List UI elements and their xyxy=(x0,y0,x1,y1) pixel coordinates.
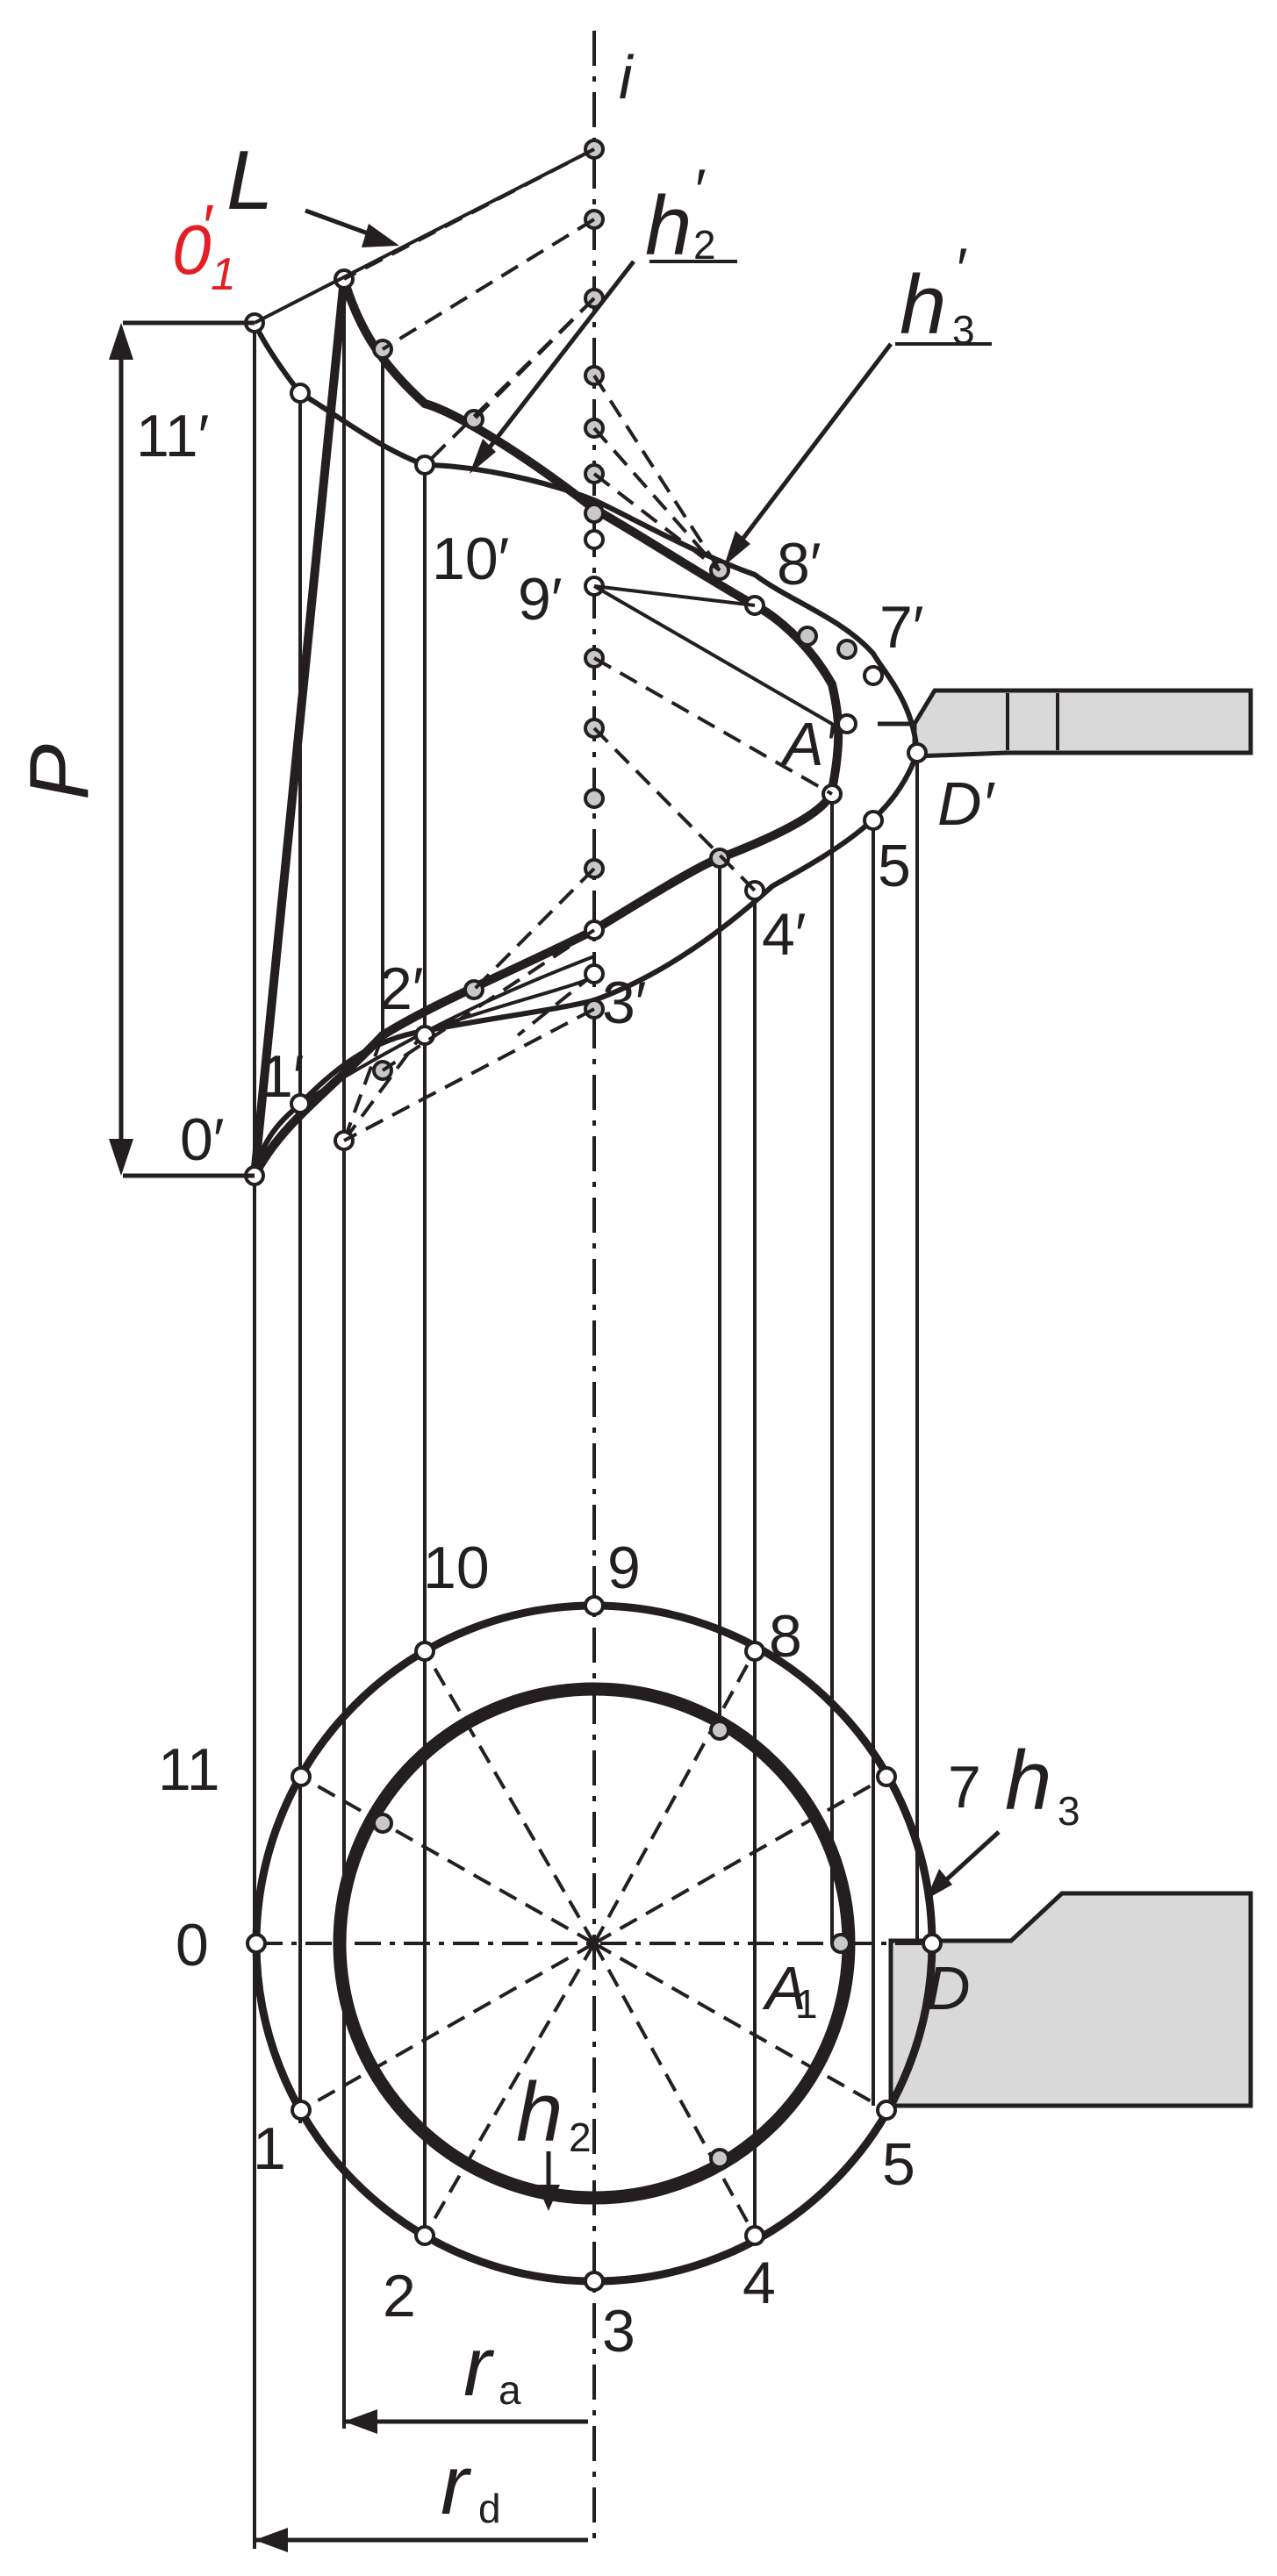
cutting-tool-bottom xyxy=(888,1891,1253,2108)
label-D: D xyxy=(926,1954,971,2022)
svg-text:a: a xyxy=(499,2367,521,2413)
svg-text:r: r xyxy=(463,2320,495,2414)
label-c9: 9 xyxy=(607,1535,641,1601)
label-pA: A′ xyxy=(779,710,838,778)
label-p11: 11′ xyxy=(136,403,209,469)
label-p7: 7′ xyxy=(879,594,924,661)
svg-text:′: ′ xyxy=(200,192,214,261)
label-c10: 10 xyxy=(423,1535,490,1601)
rd-dimension: r d xyxy=(255,2438,588,2552)
front-view-solid-links xyxy=(254,147,834,726)
svg-text:3: 3 xyxy=(1058,1788,1080,1834)
label-p9: 9′ xyxy=(518,566,563,633)
svg-text:A: A xyxy=(762,1954,807,2022)
label-c8: 8 xyxy=(769,1603,802,1670)
svg-text:′: ′ xyxy=(695,157,707,224)
label-c1: 1 xyxy=(253,2115,286,2182)
label-p8: 8′ xyxy=(777,531,821,597)
svg-text:0: 0 xyxy=(172,211,212,289)
label-p4: 4′ xyxy=(762,901,807,968)
svg-text:r: r xyxy=(441,2438,472,2532)
svg-text:3: 3 xyxy=(952,307,975,353)
label-h3-prime: h 3 ′ xyxy=(724,236,992,566)
svg-text:′: ′ xyxy=(957,236,968,303)
plan-radial-lines xyxy=(300,1649,887,2237)
label-o1-prime: 0 ′ 1 xyxy=(172,192,236,300)
label-h2-prime: h 2 ′ xyxy=(470,157,737,474)
svg-text:d: d xyxy=(478,2486,501,2531)
svg-text:h: h xyxy=(1005,1734,1051,1828)
cutting-tool-top xyxy=(878,688,1253,759)
label-p0: 0′ xyxy=(180,1106,225,1173)
label-A1: A 1 xyxy=(762,1954,818,2027)
label-P: P xyxy=(12,744,106,800)
label-c11: 11 xyxy=(158,1736,220,1803)
label-c2: 2 xyxy=(383,2263,416,2329)
label-h3-plan: h 3 xyxy=(926,1734,1080,1900)
label-c0: 0 xyxy=(176,1912,209,1979)
pitch-dimension: P xyxy=(12,320,255,1178)
label-pD: D′ xyxy=(937,769,996,838)
label-p10: 10′ xyxy=(432,526,509,592)
svg-text:h: h xyxy=(516,2065,563,2159)
label-L: L xyxy=(226,133,273,227)
plan-points xyxy=(246,1595,943,2292)
label-c5: 5 xyxy=(882,2131,915,2198)
label-c4: 4 xyxy=(743,2250,776,2316)
svg-text:1: 1 xyxy=(795,1981,818,2027)
label-p1: 1′ xyxy=(260,1043,305,1110)
svg-text:2: 2 xyxy=(569,2114,592,2160)
projection-lines xyxy=(253,279,919,2549)
label-p5: 5 xyxy=(878,833,911,899)
axis-label: i xyxy=(619,43,635,111)
svg-text:1: 1 xyxy=(211,249,236,300)
label-c3: 3 xyxy=(602,2298,635,2365)
label-L-group: L xyxy=(226,133,399,247)
label-p2: 2′ xyxy=(379,955,424,1022)
label-p3: 3′ xyxy=(602,970,647,1036)
label-h2-plan: h 2 xyxy=(516,2065,592,2211)
label-c7: 7 xyxy=(948,1754,981,1821)
plan-view xyxy=(246,1595,943,2292)
ra-dimension: r a xyxy=(344,2320,588,2434)
svg-text:h: h xyxy=(900,258,946,352)
svg-text:h: h xyxy=(645,179,692,273)
